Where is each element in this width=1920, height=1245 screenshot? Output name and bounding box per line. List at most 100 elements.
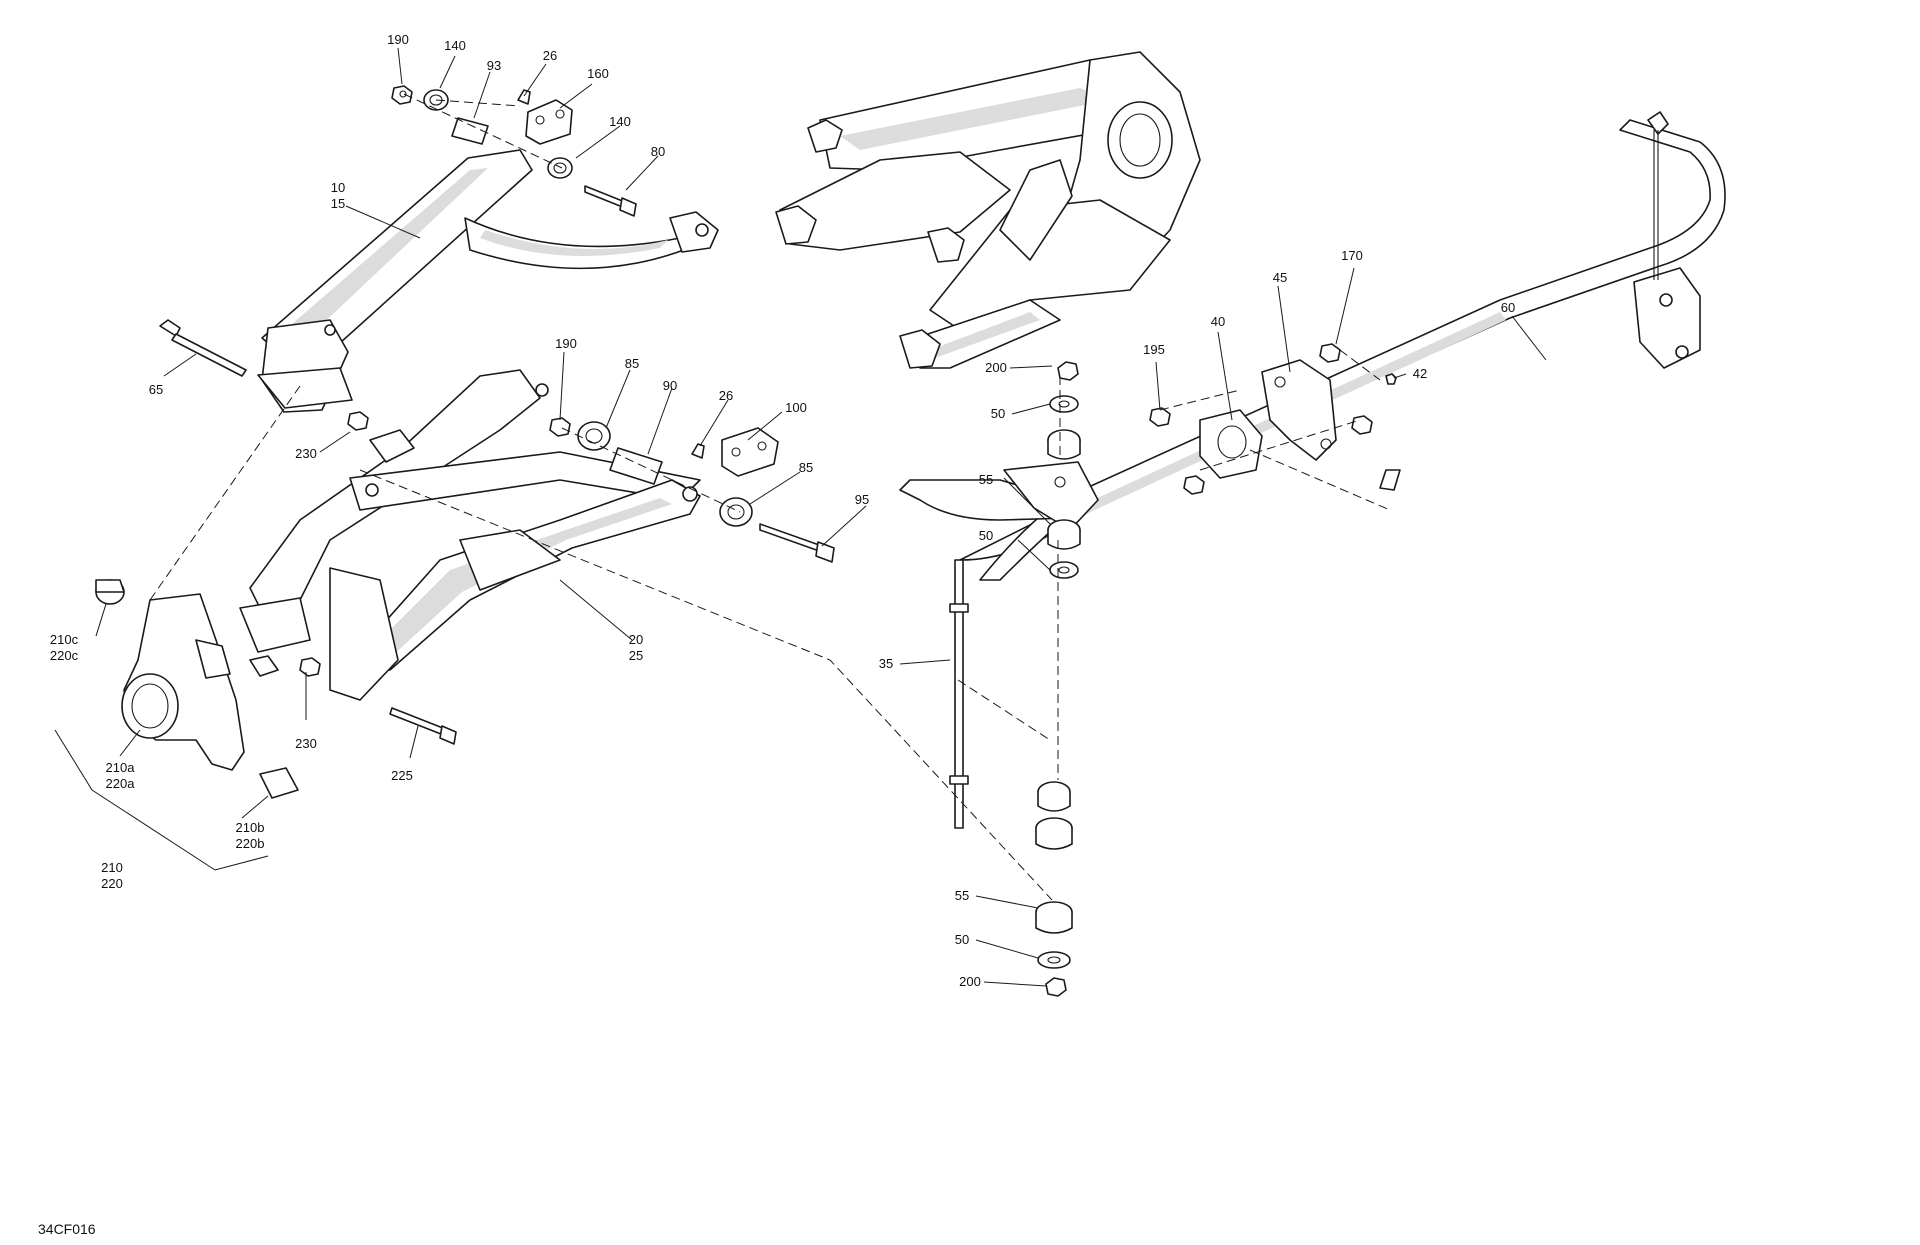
callout-230: 230 (295, 736, 317, 751)
callout-50: 50 (979, 528, 993, 543)
bushing-85-upper (577, 421, 611, 451)
callout-45: 45 (1273, 270, 1287, 285)
callout-95: 95 (855, 492, 869, 507)
nut-190-lower (549, 417, 571, 437)
grommet-lower-1 (1037, 781, 1071, 812)
link-arm (1003, 461, 1099, 531)
callout-200: 200 (985, 360, 1007, 375)
assembly-lines (149, 93, 1391, 901)
bushing-85-lower (719, 497, 753, 527)
knuckle-assembly (54, 579, 299, 871)
callout-50: 50 (991, 406, 1005, 421)
plate-160 (525, 99, 573, 145)
callout-40: 40 (1211, 314, 1225, 329)
callout-93: 93 (487, 58, 501, 73)
grommet-55-bottom (1035, 901, 1073, 934)
callout-195: 195 (1143, 342, 1165, 357)
nut-42 (1385, 373, 1397, 385)
grease-fitting-26-lower (691, 443, 705, 459)
callout-225: 225 (391, 768, 413, 783)
callout-10: 10 (331, 180, 345, 195)
clamp-45 (1261, 359, 1337, 461)
ball-joint-3 (927, 227, 965, 263)
callout-35: 35 (879, 656, 893, 671)
link-rod-35 (949, 559, 969, 829)
callout-55: 55 (979, 472, 993, 487)
bolt-225 (389, 707, 457, 745)
callout-85: 85 (799, 460, 813, 475)
callout-42: 42 (1413, 366, 1427, 381)
callout-55: 55 (955, 888, 969, 903)
callout-200: 200 (959, 974, 981, 989)
callout-25: 25 (629, 648, 643, 663)
nut-right (1351, 415, 1373, 435)
nut-200-bottom (1045, 977, 1067, 997)
callout-170: 170 (1341, 248, 1363, 263)
callout-26: 26 (543, 48, 557, 63)
callout-220b: 220b (236, 836, 265, 851)
figure-code: 34CF016 (38, 1221, 96, 1237)
assembled-suspension-view (775, 51, 1201, 369)
grommet-55-mid (1047, 519, 1081, 550)
callout-15: 15 (331, 196, 345, 211)
bolt-80 (584, 185, 637, 217)
callout-210a: 210a (106, 760, 136, 775)
callout-65: 65 (149, 382, 163, 397)
leader-lines (95, 47, 1547, 987)
upper-a-arm (257, 149, 719, 413)
callout-85: 85 (625, 356, 639, 371)
callout-210b: 210b (236, 820, 265, 835)
callout-220a: 220a (106, 776, 136, 791)
bushing-210a (249, 655, 279, 677)
callout-140: 140 (444, 38, 466, 53)
nut-230-upper (347, 411, 369, 431)
callout-60: 60 (1501, 300, 1515, 315)
callout-210: 210 (101, 860, 123, 875)
callout-100: 100 (785, 400, 807, 415)
bushing-140-lower (547, 157, 573, 179)
spacer-90 (609, 447, 663, 485)
nut-190-upper (391, 85, 413, 105)
bolt-65 (159, 319, 247, 377)
callout-160: 160 (587, 66, 609, 81)
bolt-195 (1149, 407, 1171, 427)
callout-90: 90 (663, 378, 677, 393)
washer-50-top (1049, 395, 1079, 413)
spacer-93 (451, 117, 489, 145)
callout-190: 190 (387, 32, 409, 47)
callout-220c: 220c (50, 648, 79, 663)
lower-a-arm (239, 369, 701, 701)
callout-26: 26 (719, 388, 733, 403)
callout-50: 50 (955, 932, 969, 947)
bushing-210b (259, 767, 299, 799)
ball-joint-1 (807, 119, 843, 153)
grease-fitting-26-upper (517, 89, 531, 105)
bushing-40 (1199, 409, 1263, 479)
link-stack (949, 361, 1099, 997)
nut-170 (1319, 343, 1341, 363)
callout-20: 20 (629, 632, 643, 647)
callout-210c: 210c (50, 632, 79, 647)
nut-200-top (1057, 361, 1079, 381)
ball-joint-2 (775, 205, 817, 245)
callout-230: 230 (295, 446, 317, 461)
bolt-95 (759, 523, 835, 563)
grommet-55-top (1047, 429, 1081, 460)
ball-joint-4 (899, 329, 941, 369)
sway-bar-mount (1149, 343, 1397, 495)
plate-100 (721, 427, 779, 477)
grommet-lower-2 (1035, 817, 1073, 850)
lower-arm-hardware (299, 417, 835, 745)
callout-220: 220 (101, 876, 123, 891)
upper-arm-hardware (159, 85, 637, 431)
callout-140: 140 (609, 114, 631, 129)
nut-lower-left (1183, 475, 1205, 495)
bushing-210c (95, 579, 125, 605)
washer-50-mid (1049, 561, 1079, 579)
callout-labels: 190 140 93 26 160 140 80 10 15 65 230 19… (50, 32, 1515, 989)
washer-50-bottom (1037, 951, 1071, 969)
callout-190: 190 (555, 336, 577, 351)
nut-230-lower (299, 657, 321, 677)
callout-80: 80 (651, 144, 665, 159)
